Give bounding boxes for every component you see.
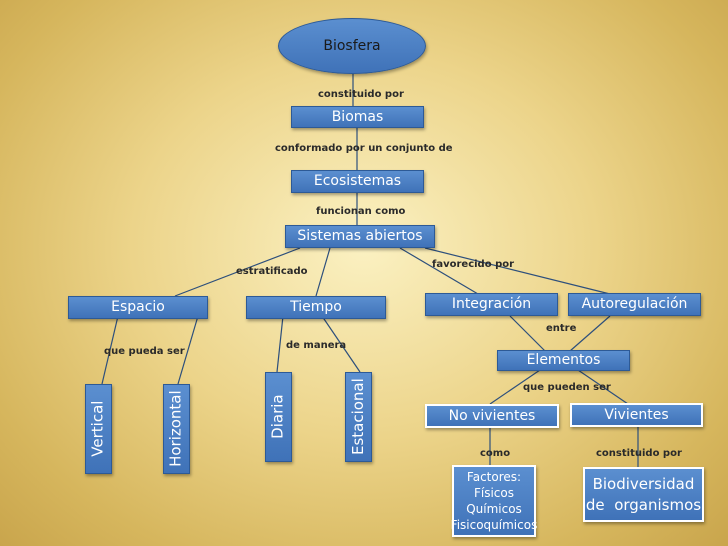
node-vivientes-label: Vivientes <box>604 406 669 423</box>
edge-espacio-horizontal <box>177 315 199 385</box>
node-horizontal-label: Horizontal <box>166 390 185 468</box>
label-constituido-por-1: constituido por <box>318 89 404 100</box>
label-que-pueda-ser: que pueda ser <box>104 346 185 357</box>
node-estacional: Estacional <box>345 372 372 462</box>
node-vivientes: Vivientes <box>570 403 703 427</box>
node-autoregulacion-label: Autoregulación <box>581 296 688 313</box>
node-biomas: Biomas <box>291 106 424 128</box>
node-diaria: Diaria <box>265 372 292 462</box>
edge-tiempo-diaria <box>276 315 284 373</box>
node-elementos: Elementos <box>497 350 630 371</box>
node-ecosistemas: Ecosistemas <box>291 170 424 193</box>
factores-line-1: Factores: <box>466 469 522 484</box>
factores-line-2: Físicos <box>473 485 514 500</box>
node-tiempo: Tiempo <box>246 296 386 319</box>
node-vertical-label: Vertical <box>88 400 107 458</box>
node-no-vivientes: No vivientes <box>425 404 559 428</box>
node-integracion-label: Integración <box>451 296 532 313</box>
node-espacio-label: Espacio <box>111 299 165 316</box>
label-que-pueden-ser: que pueden ser <box>523 382 611 393</box>
edge-tiempo-estacional <box>321 315 361 373</box>
edge-sistemas-tiempo <box>315 247 331 297</box>
factores-line-3: Químicos <box>466 502 522 516</box>
biodiversidad-line-1: Biodiversidad <box>592 475 695 494</box>
node-vertical: Vertical <box>85 384 112 474</box>
node-tiempo-label: Tiempo <box>290 299 342 316</box>
node-ecosistemas-label: Ecosistemas <box>313 173 402 190</box>
label-de-manera: de manera <box>286 340 347 351</box>
label-constituido-por-2: constituido por <box>596 448 682 459</box>
node-factores: Factores: Físicos Químicos Fisicoquímico… <box>450 465 538 537</box>
node-biomas-label: Biomas <box>331 108 384 125</box>
node-horizontal: Horizontal <box>163 384 190 474</box>
node-no-vivientes-label: No vivientes <box>448 407 536 424</box>
edge-elementos-vivientes <box>577 369 629 405</box>
label-estratificado: estratificado <box>236 266 308 277</box>
node-biosfera: Biosfera <box>278 18 426 74</box>
label-como: como <box>480 448 511 459</box>
label-conformado: conformado por un conjunto de <box>275 143 453 154</box>
label-favorecido-por: favorecido por <box>432 259 515 270</box>
node-biodiversidad: Biodiversidad de organismos <box>583 467 704 522</box>
node-diaria-label: Diaria <box>268 394 287 440</box>
node-integracion: Integración <box>425 293 558 316</box>
node-estacional-label: Estacional <box>348 378 367 456</box>
node-biosfera-label: Biosfera <box>323 37 381 54</box>
edge-integracion-elementos <box>509 315 546 352</box>
edge-elementos-novivientes <box>489 369 541 405</box>
label-funcionan-como: funcionan como <box>316 206 406 217</box>
biodiversidad-line-2: de organismos <box>585 495 702 514</box>
factores-line-4: Fisicoquímicos <box>450 518 538 533</box>
edge-sistemas-espacio <box>174 247 301 297</box>
edge-sistemas-integracion <box>399 247 479 295</box>
node-autoregulacion: Autoregulación <box>568 293 701 316</box>
edge-autoregulacion-elementos <box>569 315 611 352</box>
label-entre: entre <box>546 323 577 334</box>
node-elementos-label: Elementos <box>526 352 601 369</box>
node-espacio: Espacio <box>68 296 208 319</box>
edge-sistemas-autoregulacion <box>424 247 611 295</box>
node-sistemas-abiertos: Sistemas abiertos <box>285 225 435 248</box>
edge-espacio-vertical <box>101 315 119 385</box>
node-sistemas-abiertos-label: Sistemas abiertos <box>297 228 423 245</box>
